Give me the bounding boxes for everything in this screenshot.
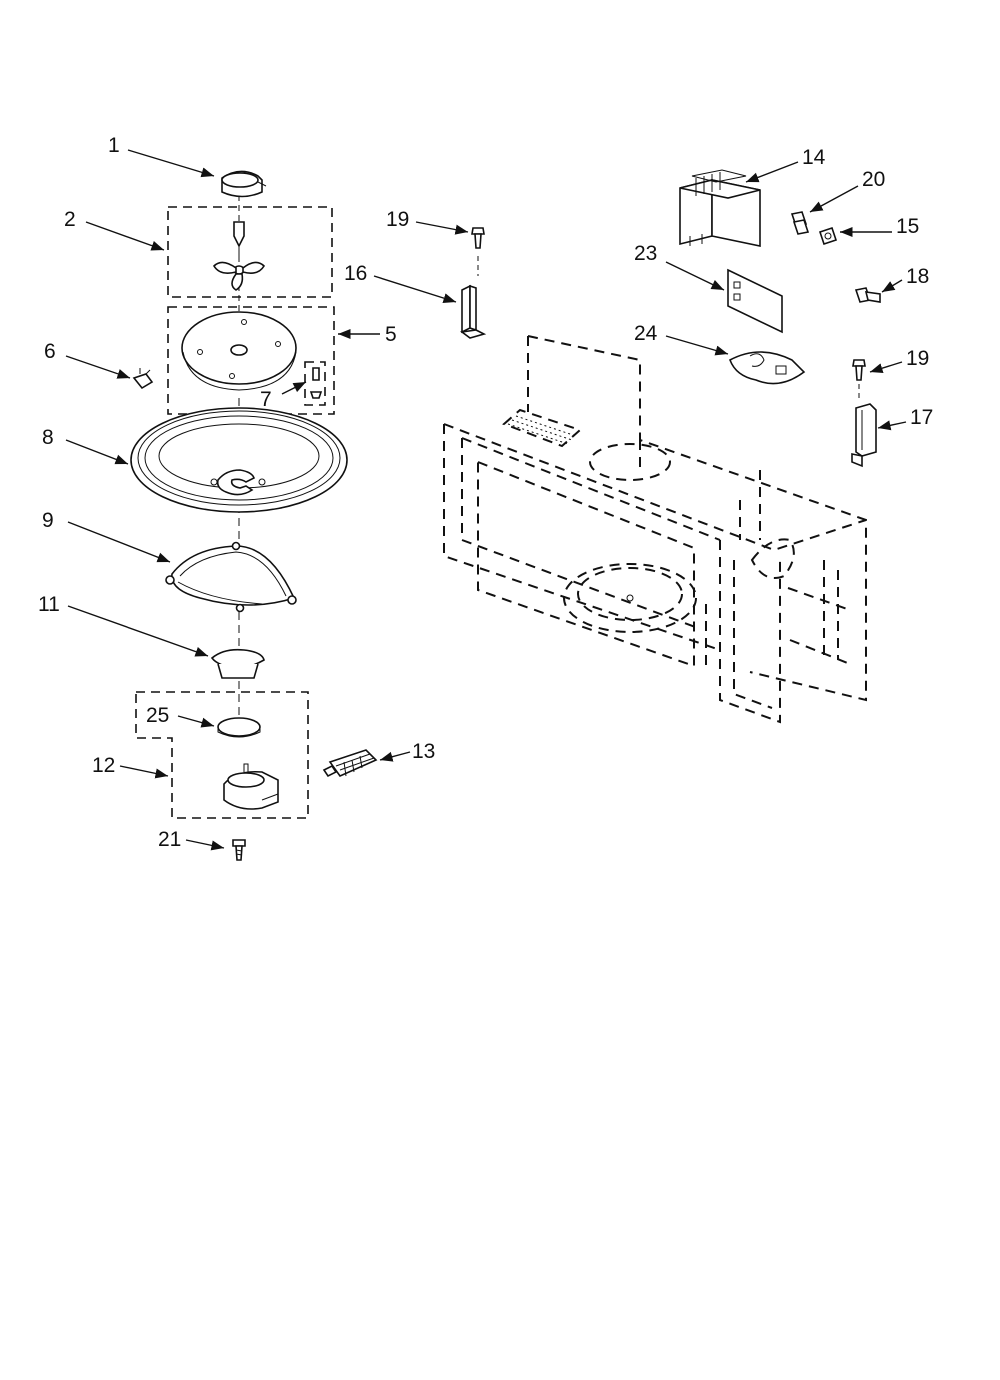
part-2-fan-group (167, 206, 333, 298)
callout-8: 8 (42, 426, 54, 449)
callout-21: 21 (158, 828, 181, 851)
callout-1: 1 (108, 134, 120, 157)
turntable-motor-icon (223, 763, 279, 810)
part-8-turntable-tray (130, 407, 348, 513)
callout-23: 23 (634, 242, 657, 265)
callout-19-upper: 19 (386, 208, 409, 231)
microwave-cabinet-outline (443, 335, 867, 724)
callout-17: 17 (910, 406, 933, 429)
callout-15: 15 (896, 215, 919, 238)
callout-labels: 1 2 5 6 7 8 9 11 25 12 13 21 19 16 14 20… (38, 134, 933, 851)
callout-5: 5 (385, 323, 397, 346)
callout-13: 13 (412, 740, 435, 763)
part-15-clip-icon (818, 226, 838, 246)
callout-9: 9 (42, 509, 54, 532)
part-24-bracket-plate-icon (729, 351, 806, 385)
vent-grille (507, 415, 577, 445)
part-17-bracket-icon (851, 403, 877, 468)
callout-24: 24 (634, 322, 658, 345)
part-25-disc-icon (217, 717, 261, 738)
callout-7: 7 (260, 388, 272, 411)
part-23-plate-icon (727, 268, 783, 334)
part-9-roller-ring (165, 541, 297, 613)
part-1-cover-icon (221, 170, 267, 198)
callout-18: 18 (906, 265, 929, 288)
part-6-clip-icon (132, 368, 154, 390)
part-21-screw-icon (232, 839, 246, 861)
part-12-motor-group (135, 691, 309, 819)
part-20-screw-icon (790, 211, 810, 235)
callout-6: 6 (44, 340, 56, 363)
callout-12: 12 (92, 754, 115, 777)
callout-20: 20 (862, 168, 885, 191)
callout-25: 25 (146, 704, 169, 727)
part-19-screw-upper-icon (471, 227, 485, 276)
part-19-screw-lower-icon (852, 359, 866, 402)
part-11-coupler-icon (210, 648, 265, 679)
fan-blade-icon (212, 261, 266, 291)
leader-lines (65, 149, 907, 851)
callout-11: 11 (38, 593, 60, 616)
part-13-connector-icon (322, 749, 378, 778)
part-14-transformer-icon (679, 169, 761, 247)
callout-16: 16 (344, 262, 367, 285)
callout-19-lower: 19 (906, 347, 929, 370)
part-16-bracket-icon (459, 284, 487, 339)
part-18-screw-icon (854, 287, 881, 303)
part-5-plate-group (167, 306, 335, 415)
callout-14: 14 (802, 146, 826, 169)
callout-2: 2 (64, 208, 76, 231)
